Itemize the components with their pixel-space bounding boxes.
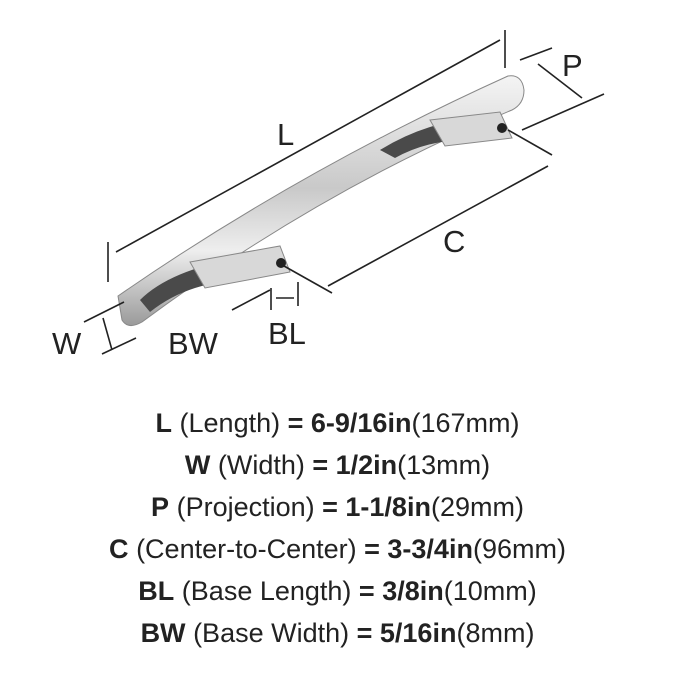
label-BL: BL — [268, 316, 306, 351]
handle-drawing: L P C W BW BL — [52, 30, 605, 361]
spec-base-width: BW (Base Width) = 5/16in(8mm) — [0, 614, 675, 656]
spec-projection: P (Projection) = 1-1/8in(29mm) — [0, 488, 675, 530]
spec-code: BL — [138, 576, 175, 606]
spec-metric: (10mm) — [443, 576, 537, 606]
spec-name: (Base Length) — [181, 576, 352, 606]
spec-center-to-center: C (Center-to-Center) = 3-3/4in(96mm) — [0, 530, 675, 572]
label-W: W — [52, 326, 82, 361]
label-C: C — [443, 224, 465, 259]
spec-code: W — [184, 450, 211, 480]
spec-value: = 5/16in — [356, 618, 457, 648]
spec-code: P — [151, 492, 170, 522]
base-width-line — [231, 289, 271, 311]
spec-base-length: BL (Base Length) = 3/8in(10mm) — [0, 572, 675, 614]
spec-value: = 3/8in — [358, 576, 444, 606]
spec-metric: (167mm) — [411, 408, 520, 438]
spec-name: (Center-to-Center) — [136, 534, 357, 564]
label-L: L — [277, 117, 294, 152]
label-BW: BW — [168, 326, 219, 361]
spec-metric: (13mm) — [397, 450, 491, 480]
spec-name: (Length) — [179, 408, 281, 438]
specification-list: L (Length) = 6-9/16in(167mm) W (Width) =… — [0, 404, 675, 656]
spec-metric: (8mm) — [456, 618, 535, 648]
spec-code: C — [109, 534, 129, 564]
spec-name: (Base Width) — [193, 618, 350, 648]
projection-dimension-line — [537, 63, 583, 99]
label-P: P — [562, 48, 583, 83]
spec-length: L (Length) = 6-9/16in(167mm) — [0, 404, 675, 446]
spec-value: = 1/2in — [312, 450, 398, 480]
length-dimension-line — [115, 39, 501, 253]
spec-code: BW — [140, 618, 186, 648]
spec-width: W (Width) = 1/2in(13mm) — [0, 446, 675, 488]
spec-name: (Width) — [217, 450, 305, 480]
spec-value: = 1-1/8in — [322, 492, 431, 522]
spec-metric: (29mm) — [430, 492, 524, 522]
cabinet-pull-handle — [117, 75, 525, 326]
spec-metric: (96mm) — [472, 534, 566, 564]
spec-value: = 6-9/16in — [287, 408, 412, 438]
dimension-lines — [83, 30, 605, 355]
spec-code: L — [155, 408, 173, 438]
spec-name: (Projection) — [176, 492, 315, 522]
width-dimension-line — [102, 317, 113, 351]
center-dimension-line — [327, 165, 549, 287]
spec-value: = 3-3/4in — [364, 534, 473, 564]
